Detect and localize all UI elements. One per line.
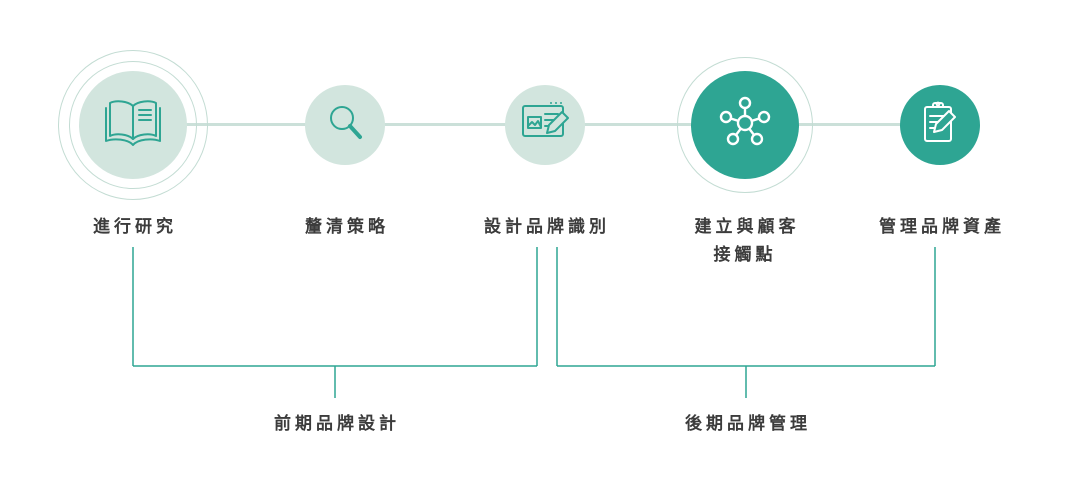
step-strategy-circle: [305, 85, 385, 165]
bracket-early-phase: [132, 247, 538, 398]
step-touchpoints-circle: [691, 71, 799, 179]
network-hub-icon: [713, 91, 777, 160]
step-research-inner-ring: [69, 61, 197, 189]
step-research-circle: [79, 71, 187, 179]
bracket-late-phase: [556, 247, 936, 398]
group-early-phase-label: 前期品牌設計: [274, 414, 400, 433]
open-book-icon: [102, 96, 164, 155]
step-touchpoints-ring: [677, 57, 813, 193]
step-research-label: 進行研究: [93, 217, 177, 236]
step-research-outer-ring: [58, 50, 208, 200]
group-late-phase-label: 後期品牌管理: [685, 414, 811, 433]
step-strategy-label: 釐清策略: [305, 217, 389, 236]
step-assets-circle: [900, 85, 980, 165]
clipboard-pencil-icon: [917, 99, 963, 152]
magnifier-icon: [323, 101, 367, 150]
step-assets-label: 管理品牌資產: [879, 217, 1005, 236]
step-identity-label: 設計品牌識別: [484, 217, 610, 236]
step-identity-circle: [505, 85, 585, 165]
browser-design-icon: [519, 100, 571, 151]
